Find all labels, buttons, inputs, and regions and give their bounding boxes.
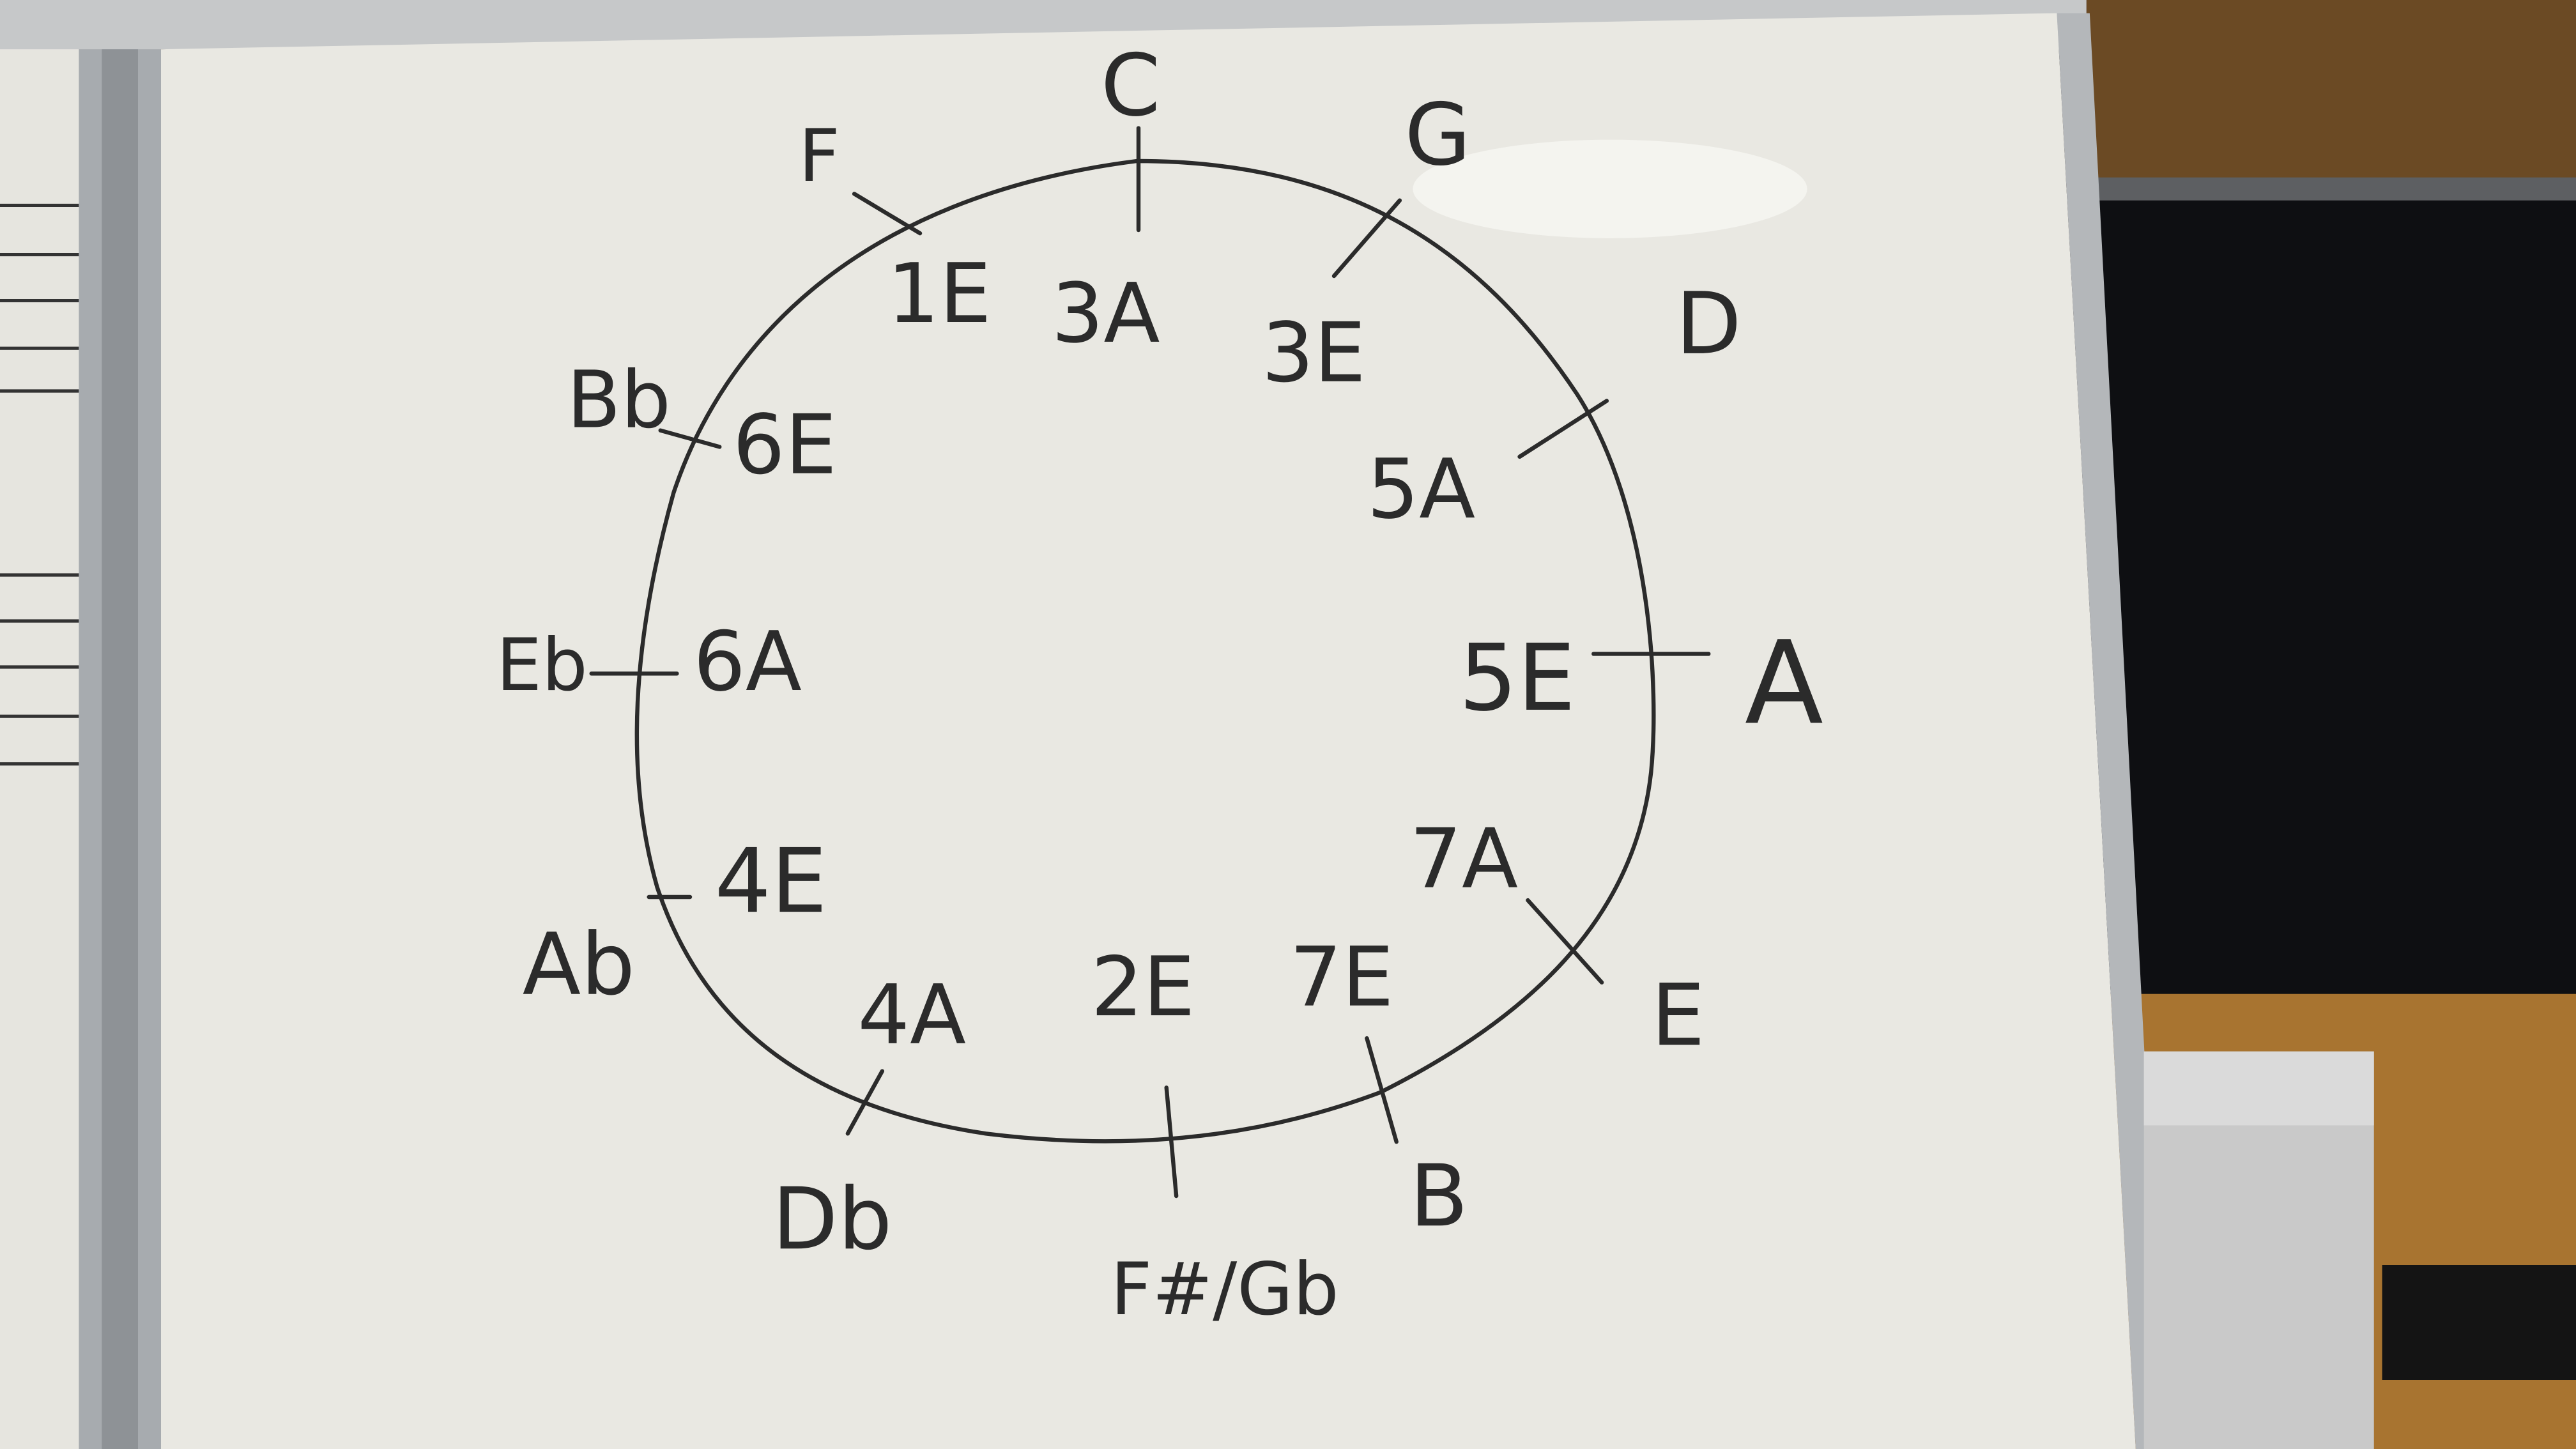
circle-of-fifths-drawing [589, 126, 1711, 1199]
dark-screen [2094, 188, 2576, 994]
pos-7E: 7E [1290, 930, 1394, 1025]
light-glare [1413, 139, 1807, 238]
key-Ab: Ab [523, 915, 635, 1015]
pos-6E: 6E [733, 398, 837, 493]
tick-Bb [658, 428, 722, 449]
pos-6A: 6A [693, 615, 802, 710]
key-Eb: Eb [496, 623, 588, 707]
key-E: E [1651, 965, 1705, 1065]
key-F: F [799, 114, 840, 198]
pos-3E: 3E [1262, 306, 1366, 401]
pos-3A: 3A [1052, 266, 1160, 362]
inner-position-labels: 3A 3E 5A 5E 7A 7E 2E 4A 4E 6A 6E 1E [693, 247, 1575, 1063]
key-Bb: Bb [567, 355, 671, 447]
tick-F [852, 192, 923, 236]
key-Db: Db [772, 1169, 893, 1269]
main-whiteboard [161, 13, 2136, 1449]
key-C: C [1101, 36, 1160, 135]
cabinet-top [2143, 1051, 2374, 1126]
circle-outline [634, 158, 1656, 1144]
pos-2E: 2E [1091, 940, 1195, 1035]
tick-Fsharp [1164, 1085, 1179, 1199]
key-Fsharp-Gb: F#/Gb [1110, 1247, 1338, 1331]
tick-B [1365, 1036, 1399, 1144]
screen-frame [2094, 177, 2576, 201]
tick-G [1331, 198, 1402, 279]
key-D: D [1676, 274, 1742, 374]
tick-E [1526, 898, 1604, 985]
tick-D [1517, 399, 1609, 459]
key-A: A [1745, 617, 1823, 750]
pos-1E: 1E [887, 247, 992, 342]
pos-4E: 4E [715, 829, 827, 933]
left-frame-shadow [102, 41, 138, 1449]
pos-5A: 5A [1367, 442, 1475, 537]
black-case [2382, 1265, 2576, 1380]
left-board-lines [0, 203, 79, 766]
outer-key-labels: C G D A E B F#/Gb Db Ab Eb Bb F [496, 36, 1823, 1331]
wood-wall-top [2086, 0, 2576, 197]
key-G: G [1405, 85, 1471, 185]
tick-Db [845, 1069, 885, 1136]
key-B: B [1409, 1146, 1468, 1246]
pos-5E: 5E [1459, 624, 1575, 732]
pos-7A: 7A [1409, 812, 1518, 907]
right-frame [2057, 13, 2166, 1449]
pos-4A: 4A [857, 968, 966, 1063]
